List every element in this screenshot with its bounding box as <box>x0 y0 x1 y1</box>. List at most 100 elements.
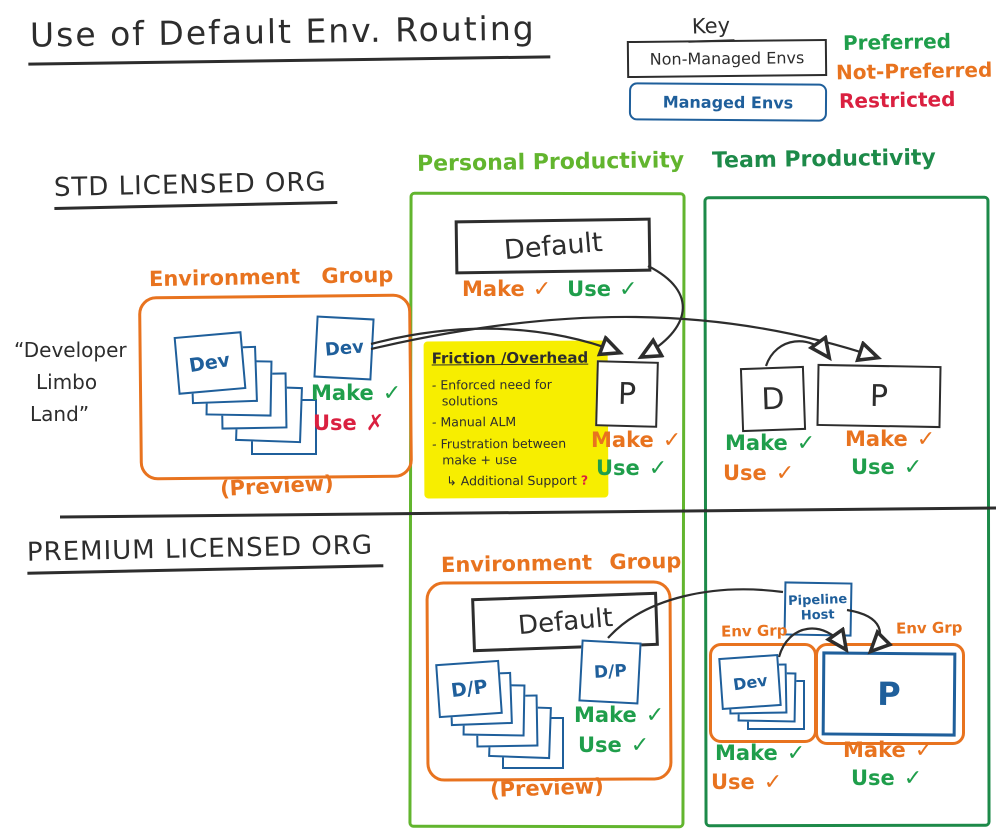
key-managed-label: Managed Envs <box>662 92 794 112</box>
premium-single-dp-label: D/P <box>593 661 627 683</box>
check-mark-icon: ✓ <box>786 741 806 766</box>
question-mark: ? <box>580 472 589 488</box>
developer-limbo-land-note: “Developer Limbo Land” <box>14 334 127 430</box>
key-non-managed-label: Non-Managed Envs <box>649 48 805 69</box>
premium-stack-card-label: D/P <box>449 675 489 703</box>
std-personal-p-box: P <box>595 360 659 428</box>
friction-item: - Enforced need for solutions <box>431 376 552 409</box>
make-label: Make <box>845 427 908 451</box>
pipeline-host-box: Pipeline Host <box>783 581 853 637</box>
make-label: Make <box>462 277 525 301</box>
std-personal-p-label: P <box>617 376 637 412</box>
legend-restricted: Restricted <box>838 86 956 114</box>
column-header-personal-productivity: Personal Productivity <box>416 148 685 177</box>
check-mark-icon: ✓ <box>532 277 552 302</box>
additional-support-text: ↳ Additional Support <box>446 472 577 489</box>
use-label: Use <box>578 733 622 757</box>
left-env-grp-label: Env Grp <box>720 621 788 641</box>
premium-single-dp-box: D/P <box>578 639 642 705</box>
page-title: Use of Default Env. Routing <box>27 8 551 66</box>
check-mark-icon: ✓ <box>648 456 668 481</box>
premium-team-p-make-stat: Make ✓ <box>843 738 933 763</box>
key-heading: Key <box>687 13 735 43</box>
premium-environment-group-title: Environment Group <box>440 548 682 578</box>
std-team-p-label: P <box>869 378 889 414</box>
use-label: Use <box>711 770 755 794</box>
premium-preview-label: (Preview) <box>489 774 605 802</box>
use-label: Use <box>723 461 767 485</box>
check-mark-icon: ✓ <box>775 461 795 486</box>
key-non-managed-box: Non-Managed Envs <box>626 38 828 79</box>
premium-team-p-label: P <box>877 674 901 714</box>
check-mark-icon: ✓ <box>382 381 402 406</box>
std-team-d-use-stat: Use ✓ <box>723 461 794 486</box>
std-stack-card-label: Dev <box>188 348 232 378</box>
make-label: Make <box>843 738 906 762</box>
std-env-make-stat: Make ✓ <box>311 381 401 406</box>
check-mark-icon: ✓ <box>914 738 934 763</box>
std-environment-group-title: Environment Group <box>148 262 394 292</box>
check-mark-icon: ✓ <box>618 277 638 302</box>
make-label: Make <box>725 431 788 455</box>
check-mark-icon: ✓ <box>630 733 650 758</box>
check-mark-icon: ✓ <box>645 703 665 728</box>
friction-item: - Manual ALM <box>431 414 517 430</box>
stack-card-front: Dev <box>718 653 782 711</box>
std-personal-p-use-stat: Use ✓ <box>596 456 667 481</box>
use-label: Use <box>851 766 895 790</box>
std-single-dev-box: Dev <box>313 315 375 381</box>
pipeline-host-label-line2: Host <box>800 607 835 624</box>
std-team-d-label: D <box>760 381 786 417</box>
make-label: Make <box>311 381 374 405</box>
legend-preferred: Preferred <box>842 29 952 55</box>
check-mark-icon: ✓ <box>903 766 923 791</box>
std-single-dev-label: Dev <box>323 335 365 361</box>
limbo-note-line2: Limbo <box>36 370 98 394</box>
friction-item: - Frustration between make + use <box>432 435 567 467</box>
std-licensed-org-heading: STD LICENSED ORG <box>53 167 338 210</box>
key-managed-box: Managed Envs <box>628 82 828 122</box>
stack-card-front: Dev <box>173 331 247 395</box>
premium-team-dev-stack-label: Dev <box>731 670 769 694</box>
premium-licensed-org-heading: PREMIUM LICENSED ORG <box>26 530 384 575</box>
premium-team-p-box: P <box>821 651 957 737</box>
std-dev-env-stack: Dev <box>173 331 326 464</box>
stack-card-front: D/P <box>435 659 503 719</box>
friction-overhead-callout: Friction /Overhead - Enforced need for s… <box>423 340 609 499</box>
check-mark-icon: ✓ <box>763 770 783 795</box>
std-team-d-make-stat: Make ✓ <box>725 431 815 456</box>
std-default-make-use-stat: Make ✓ Use ✓ <box>462 277 637 302</box>
std-team-p-make-stat: Make ✓ <box>845 427 935 452</box>
legend-not-preferred: Not-Preferred <box>835 57 993 85</box>
cross-mark-icon: ✗ <box>365 411 385 436</box>
make-label: Make <box>715 741 778 765</box>
check-mark-icon: ✓ <box>903 455 923 480</box>
std-preview-label: (Preview) <box>219 471 335 501</box>
use-label: Use <box>313 411 357 435</box>
std-default-env-box: Default <box>454 217 652 275</box>
premium-env-make-stat: Make ✓ <box>574 703 664 728</box>
check-mark-icon: ✓ <box>662 428 682 453</box>
limbo-note-line1: “Developer <box>14 338 127 362</box>
right-env-grp-label: Env Grp <box>895 618 963 638</box>
premium-team-dev-stack: Dev <box>718 653 810 736</box>
premium-team-p-use-stat: Use ✓ <box>851 766 922 791</box>
use-label: Use <box>596 456 640 480</box>
std-team-p-use-stat: Use ✓ <box>851 455 922 480</box>
premium-team-dev-make-stat: Make ✓ <box>715 741 805 766</box>
std-env-use-stat: Use ✗ <box>313 411 384 436</box>
use-label: Use <box>567 277 611 301</box>
std-default-label: Default <box>502 226 604 266</box>
std-team-d-box: D <box>739 365 807 433</box>
check-mark-icon: ✓ <box>916 427 936 452</box>
column-header-team-productivity: Team Productivity <box>711 145 936 174</box>
friction-sub-item: ↳ Additional Support ? <box>432 473 600 489</box>
make-label: Make <box>574 703 637 727</box>
make-label: Make <box>591 428 654 452</box>
premium-default-label: Default <box>516 602 614 642</box>
premium-dp-env-stack: D/P <box>435 659 567 772</box>
std-team-p-box: P <box>816 363 942 429</box>
premium-env-use-stat: Use ✓ <box>578 733 649 758</box>
friction-title: Friction /Overhead <box>431 348 589 368</box>
